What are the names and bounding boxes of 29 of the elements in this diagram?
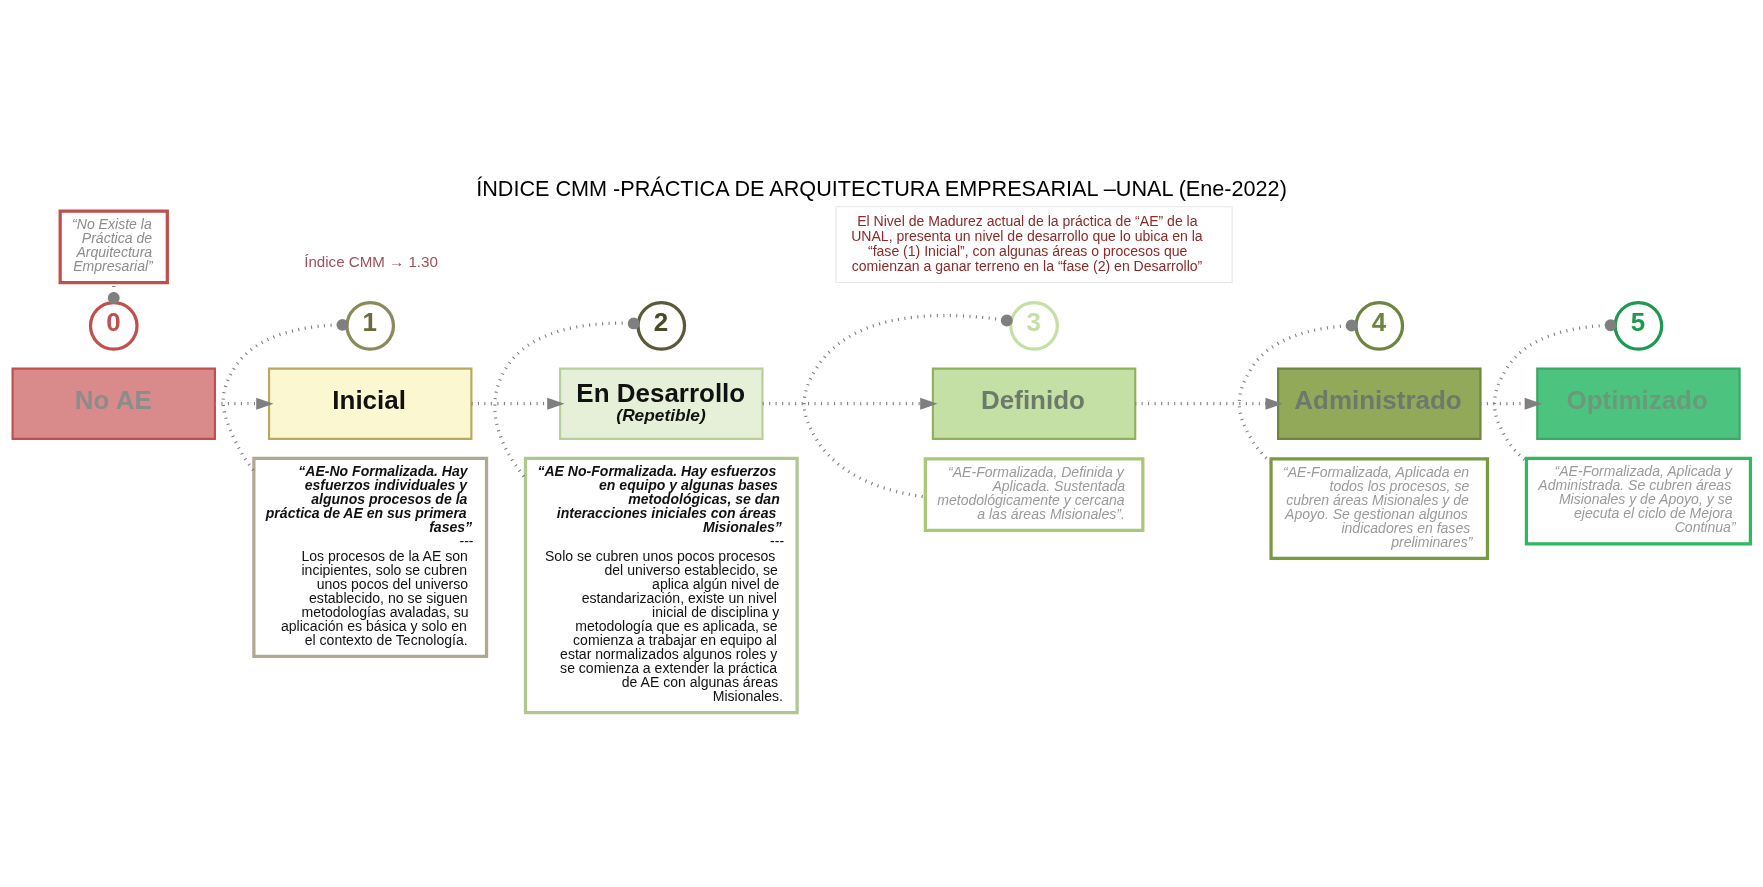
node-box: “AE-Formalizada, Aplicada y Administrada. Se cubren áreas Misionales y de Apoyo, y se ejecuta el ciclo de Mejora Continua”	[1524, 456, 1753, 546]
node-circle: 0	[88, 300, 139, 351]
connector	[1237, 319, 1358, 464]
arrow	[1135, 397, 1283, 410]
arrow	[471, 397, 565, 410]
node-box: El Nivel de Madurez actual de la práctica de “AE” de la UNAL, presenta un nivel de desarrollo que lo ubica en la “fase (1) Inicial”, con algunas áreas o procesos que comienzan a ganar terreno en la “fase (2) en Desarrollo”	[835, 206, 1233, 284]
node-box: “AE No-Formalizada. Hay esfuerzos en equipo y algunas bases metodológicas, se dan interacciones iniciales con áreas Misionales” --- Solo se cubren unos pocos procesos del universo establecido, se aplica algún nivel de estandarización, existe un nivel inicial de disciplina y metodología que es aplicada, se comienza a trabajar en equipo al estar normalizados algunos roles y se comienza a extender la práctica de AE con algunas áreas Misionales.	[523, 456, 799, 715]
node-circle: 3	[1009, 300, 1059, 351]
node-box: “AE-Formalizada, Definida y Aplicada. Sustentada metodológicamente y cercana a las áreas Misionales”.	[923, 457, 1145, 532]
arrow	[1480, 397, 1543, 410]
node-circle: 1	[345, 300, 396, 351]
node-circle: 2	[636, 300, 687, 351]
node-box: Inicial	[267, 367, 473, 440]
node-box: “No Existe la Práctica de Arquitectura Empresarial”	[58, 209, 169, 285]
node-circle: 5	[1613, 300, 1664, 351]
node-box: “AE-Formalizada, Aplicada en todos los procesos, se cubren áreas Misionales y de Apoyo. Se gestionan algunos indicadores en fases preliminares”	[1269, 457, 1490, 561]
label: Índice CMM → 1.30	[304, 253, 438, 271]
connector	[802, 313, 1013, 499]
node-circle: 4	[1354, 300, 1405, 351]
node-box: En Desarrollo (Repetible)	[559, 367, 764, 440]
connector	[221, 318, 349, 472]
node-box: “AE-No Formalizada. Hay esfuerzos individuales y algunos procesos de la práctica de AE en sus primera fases” --- Los procesos de la AE son incipientes, solo se cubren unos pocos del universo establecido, no se siguen metodologías avaladas, su aplicación es básica y solo en el contexto de Tecnología.	[252, 456, 489, 659]
connector	[1492, 319, 1617, 463]
node-box: Definido	[931, 367, 1137, 440]
arrow	[762, 397, 938, 410]
node-box: No AE	[11, 367, 216, 440]
arrow	[214, 397, 274, 410]
connector	[493, 317, 640, 480]
diagram-title: ÍNDICE CMM -PRÁCTICA DE ARQUITECTURA EMPRESARIAL –UNAL (Ene-2022)	[476, 175, 1287, 201]
